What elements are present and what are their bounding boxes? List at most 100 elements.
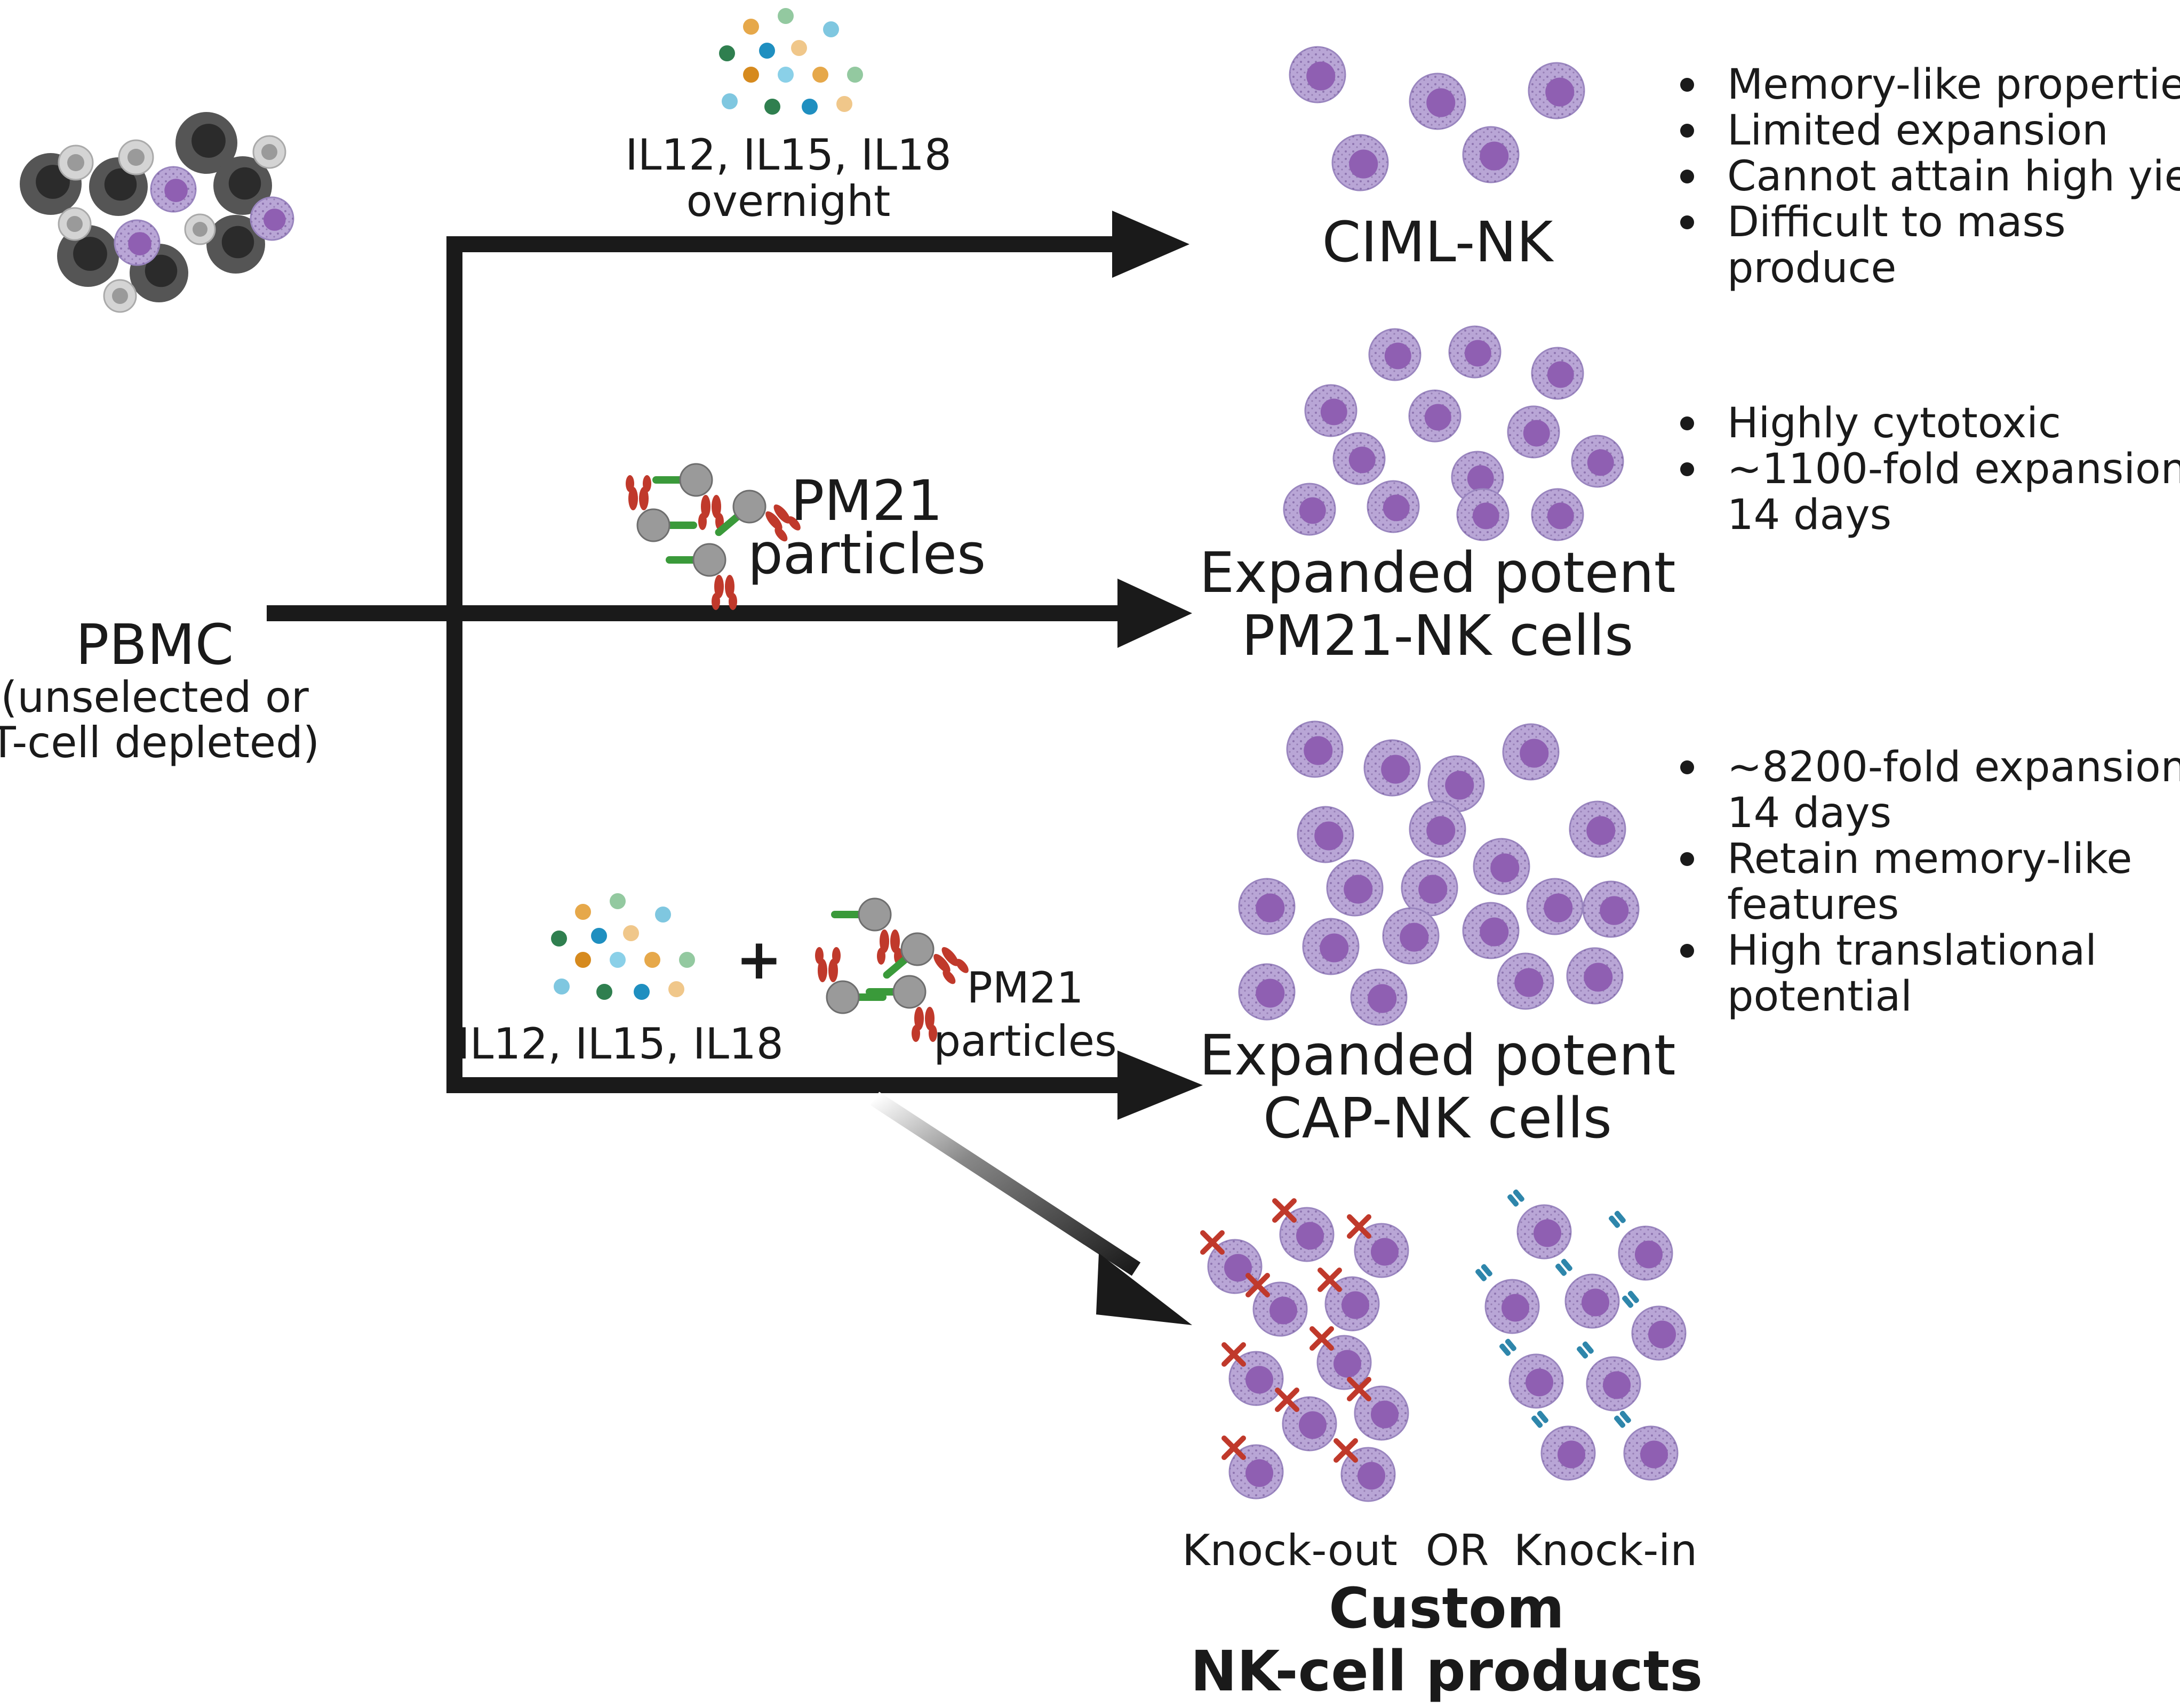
- arrows: [267, 236, 1139, 1093]
- arrowhead-pm21: [1117, 579, 1192, 648]
- nk-cell-icon: [1350, 968, 1408, 1026]
- cytokine-dot-icon: [634, 984, 650, 1000]
- pm21-nk-cells: [1283, 325, 1624, 541]
- nk-cell-icon: [1526, 878, 1584, 935]
- knockin-receptor-icon: [1555, 1258, 1572, 1276]
- nk-cell-icon: [1531, 347, 1584, 400]
- nk-cell-icon: [1401, 859, 1458, 917]
- pm21-particles-icon-cap: [815, 897, 969, 1042]
- pm21-particle-icon: [626, 475, 697, 542]
- cap-cytokine-label: IL12, IL15, IL18: [457, 1019, 784, 1069]
- cytokine-dot-icon: [836, 96, 852, 112]
- knockin-receptor-icon: [1614, 1410, 1631, 1428]
- arrow-custom: [870, 1092, 1141, 1276]
- cytokine-dot-icon: [722, 93, 738, 109]
- cap-particles-line-2: particles: [933, 1016, 1116, 1066]
- bullet-text: 14 days: [1727, 789, 1891, 837]
- nk-cell-icon: [1623, 1425, 1679, 1481]
- cap-product-line-2: CAP-NK cells: [1263, 1086, 1612, 1151]
- cytokine-dot-icon: [847, 67, 863, 83]
- cap-product-line-1: Expanded potent: [1199, 1023, 1675, 1088]
- knockout-label: Knock-out: [1182, 1526, 1398, 1575]
- bullet-text: Limited expansion: [1727, 107, 2109, 155]
- knockout-x-icon: [1221, 1436, 1246, 1460]
- cytokine-dot-icon: [802, 99, 818, 115]
- cytokine-dots-ciml: [719, 8, 863, 115]
- knockout-x-icon: [1200, 1230, 1225, 1255]
- custom-product-line-2: NK-cell products: [1191, 1639, 1703, 1704]
- nk-cell-icon: [1497, 952, 1554, 1010]
- bullet-dot-icon: [1680, 170, 1694, 183]
- nk-cell-icon: [1531, 488, 1584, 541]
- nk-cell-icon: [1462, 902, 1520, 959]
- nk-cell-icon: [1238, 963, 1296, 1021]
- nk-cell-icon: [1409, 73, 1466, 130]
- pbmc-dark-cell-icon: [175, 112, 237, 174]
- nk-cell-icon: [1297, 806, 1354, 863]
- knockin-receptor-icon: [1475, 1264, 1492, 1281]
- nk-cell-icon: [1252, 1281, 1308, 1337]
- nk-cell-icon: [1286, 720, 1344, 778]
- bullet-dot-icon: [1680, 944, 1694, 958]
- pm21-product-line-1: Expanded potent: [1199, 540, 1675, 605]
- cytokine-dot-icon: [644, 952, 660, 968]
- nk-cell-icon: [1382, 907, 1440, 965]
- cytokine-dot-icon: [759, 43, 775, 59]
- bullet-text: ~8200-fold expansion,: [1727, 743, 2180, 791]
- bullet-dot-icon: [1680, 462, 1694, 476]
- cytokine-dot-icon: [719, 45, 735, 61]
- cytokine-dot-icon: [764, 99, 780, 115]
- knockout-x-icon: [1275, 1388, 1299, 1412]
- nk-cell-icon: [1302, 918, 1360, 975]
- cytokine-dot-icon: [551, 931, 567, 947]
- pbmc-cell-cluster: [20, 112, 294, 313]
- knockin-receptor-icon: [1609, 1210, 1626, 1228]
- nk-cell-icon: [1456, 488, 1510, 541]
- knockin-label: Knock-in: [1514, 1526, 1697, 1575]
- nk-cell-icon: [1564, 1273, 1620, 1329]
- bullet-text: High translational: [1727, 927, 2097, 975]
- nk-cell-icon: [1502, 723, 1560, 781]
- or-label: OR: [1426, 1526, 1489, 1575]
- pbmc-dark-cell-icon: [206, 215, 265, 274]
- cytokine-dot-icon: [596, 984, 612, 1000]
- nk-cell-icon: [1569, 800, 1626, 858]
- cytokine-dot-icon: [591, 928, 607, 944]
- nk-cell-icon: [1473, 838, 1530, 895]
- arrowhead-ciml: [1112, 211, 1189, 278]
- pm21-particle-icon: [715, 490, 801, 542]
- pm21-particle-icon: [652, 463, 724, 530]
- nk-cell-icon: [1631, 1305, 1687, 1361]
- nk-cell-icon: [1528, 62, 1585, 119]
- nk-cell-icon: [1368, 328, 1422, 381]
- pbmc-nk-cell-icon: [114, 219, 161, 266]
- pbmc-nk-cell-icon: [150, 166, 197, 213]
- pbmc-light-cell-icon: [103, 279, 137, 313]
- bullet-text: 14 days: [1727, 491, 1891, 539]
- cytokine-dot-icon: [778, 67, 794, 83]
- cytokine-dot-icon: [610, 893, 626, 909]
- nk-cell-icon: [1586, 1356, 1641, 1412]
- cap-particles-line-1: PM21: [967, 963, 1083, 1013]
- pbmc-subtitle-line-2: T-cell depleted): [0, 718, 320, 767]
- nk-cell-icon: [1448, 325, 1502, 379]
- nk-cell-icon: [1516, 1204, 1572, 1260]
- bullet-text: Cannot attain high yield: [1727, 153, 2180, 201]
- nk-cell-icon: [1367, 480, 1420, 533]
- cytokine-dot-icon: [610, 952, 626, 968]
- nk-cell-icon: [1408, 389, 1462, 443]
- cytokine-dot-icon: [668, 981, 684, 997]
- knockout-x-icon: [1245, 1273, 1270, 1297]
- pbmc-light-cell-icon: [58, 207, 92, 241]
- cytokine-dot-icon: [575, 904, 591, 920]
- knockin-nk-cells: [1475, 1189, 1687, 1481]
- nk-cell-icon: [1571, 435, 1624, 488]
- cytokine-dot-icon: [743, 19, 759, 35]
- bullet-text: ~1100-fold expansion,: [1727, 445, 2180, 493]
- nk-cell-icon: [1582, 880, 1640, 938]
- cytokine-dot-icon: [791, 40, 807, 56]
- pm21-stimulus-line-1: PM21: [791, 468, 943, 533]
- bullet-dot-icon: [1680, 760, 1694, 774]
